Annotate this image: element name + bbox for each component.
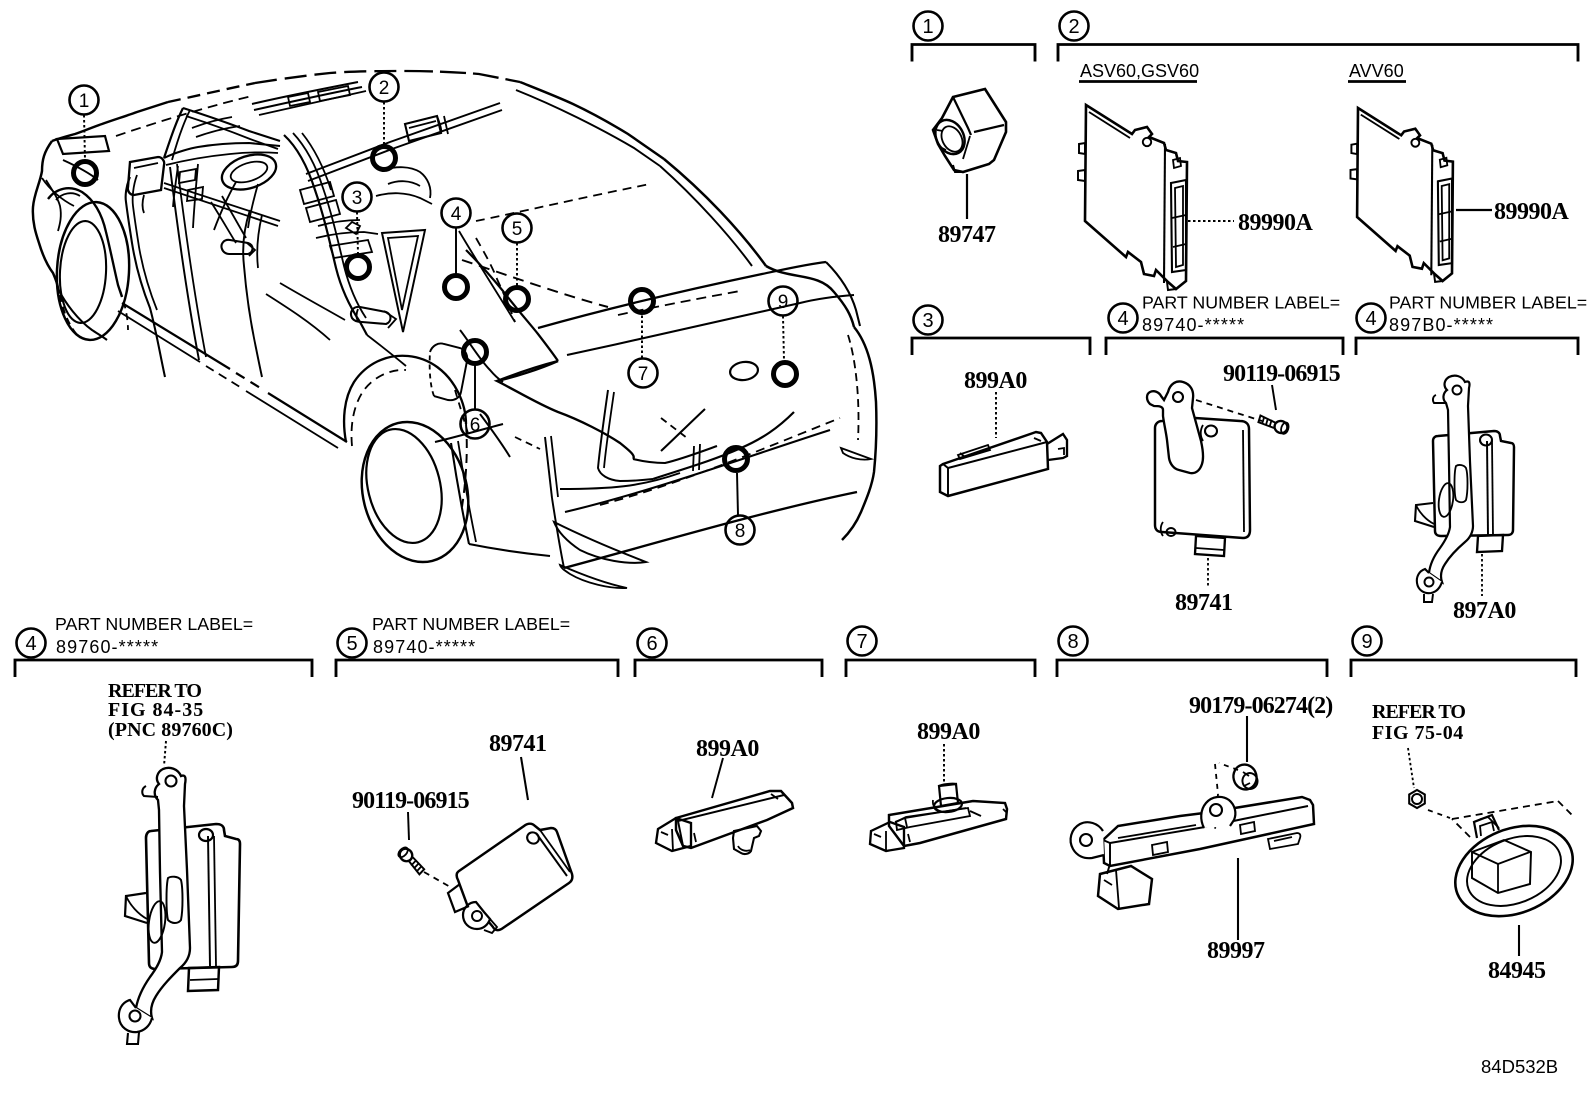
svg-text:2: 2 — [1068, 16, 1079, 38]
svg-text:1: 1 — [79, 91, 90, 112]
svg-text:897A0: 897A0 — [1453, 598, 1516, 624]
svg-text:8: 8 — [735, 521, 746, 542]
svg-text:90119-06915: 90119-06915 — [352, 788, 470, 814]
svg-text:3: 3 — [922, 310, 933, 332]
svg-text:89990A: 89990A — [1494, 199, 1570, 225]
svg-text:5: 5 — [512, 219, 523, 240]
svg-text:89740-*****: 89740-***** — [1142, 315, 1245, 335]
svg-text:89741: 89741 — [1175, 590, 1233, 616]
svg-text:84945: 84945 — [1488, 958, 1546, 984]
svg-text:PART NUMBER LABEL=: PART NUMBER LABEL= — [1142, 293, 1340, 313]
svg-text:89741: 89741 — [489, 731, 547, 757]
svg-text:899A0: 899A0 — [917, 719, 980, 745]
svg-text:PART NUMBER LABEL=: PART NUMBER LABEL= — [372, 614, 570, 634]
svg-text:6: 6 — [646, 633, 657, 655]
svg-text:7: 7 — [856, 631, 867, 653]
svg-text:PART NUMBER LABEL=: PART NUMBER LABEL= — [55, 614, 253, 634]
svg-text:FIG 84-35: FIG 84-35 — [108, 699, 204, 721]
svg-text:89740-*****: 89740-***** — [373, 637, 476, 657]
svg-text:89760-*****: 89760-***** — [56, 637, 159, 657]
svg-text:7: 7 — [638, 364, 649, 385]
svg-text:6: 6 — [470, 415, 481, 436]
svg-text:4: 4 — [1117, 308, 1128, 330]
svg-text:9: 9 — [778, 292, 789, 313]
svg-text:4: 4 — [451, 204, 462, 225]
svg-text:89747: 89747 — [938, 222, 996, 248]
svg-text:PART NUMBER LABEL=: PART NUMBER LABEL= — [1389, 293, 1587, 313]
svg-text:89990A: 89990A — [1238, 210, 1314, 236]
svg-text:ASV60,GSV60: ASV60,GSV60 — [1080, 61, 1199, 81]
svg-text:897B0-*****: 897B0-***** — [1389, 315, 1494, 335]
svg-text:2: 2 — [379, 78, 390, 99]
svg-text:90179-06274(2): 90179-06274(2) — [1189, 693, 1332, 719]
svg-text:3: 3 — [352, 188, 363, 209]
svg-text:5: 5 — [346, 633, 357, 655]
svg-text:89997: 89997 — [1207, 938, 1265, 964]
svg-text:1: 1 — [922, 16, 933, 38]
svg-text:899A0: 899A0 — [696, 736, 759, 762]
svg-text:9: 9 — [1361, 631, 1372, 653]
svg-text:FIG 75-04: FIG 75-04 — [1372, 722, 1464, 744]
svg-text:899A0: 899A0 — [964, 368, 1027, 394]
svg-text:4: 4 — [25, 633, 36, 655]
svg-text:8: 8 — [1067, 631, 1078, 653]
svg-text:84D532B: 84D532B — [1481, 1056, 1558, 1077]
svg-text:REFER TO: REFER TO — [1372, 701, 1465, 723]
svg-text:90119-06915: 90119-06915 — [1223, 361, 1341, 387]
svg-text:(PNC 89760C): (PNC 89760C) — [108, 719, 233, 741]
svg-text:4: 4 — [1365, 308, 1376, 330]
svg-text:AVV60: AVV60 — [1349, 61, 1404, 81]
svg-text:REFER TO: REFER TO — [108, 680, 201, 702]
